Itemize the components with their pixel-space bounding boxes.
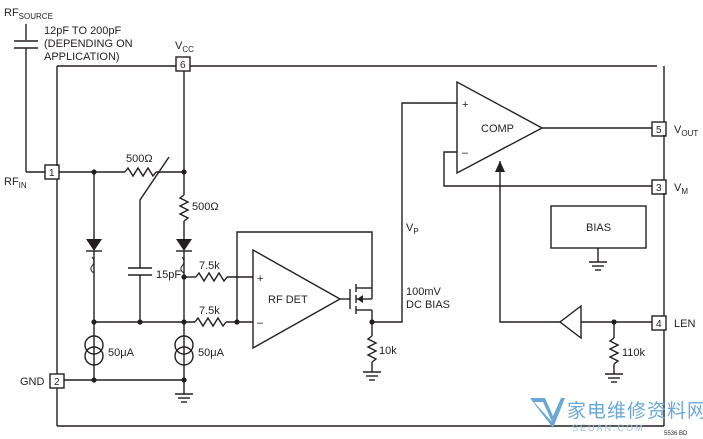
len-label: LEN bbox=[674, 318, 695, 330]
ground-symbol-left bbox=[175, 393, 193, 403]
mosfet bbox=[349, 280, 375, 325]
dc-bias-line2: DC BIAS bbox=[406, 299, 450, 311]
pin-2: 2 GND bbox=[20, 373, 65, 389]
r-10k-label: 10k bbox=[379, 345, 397, 357]
svg-text:4: 4 bbox=[656, 319, 662, 330]
rf-source: RFSOURCE 12pF TO 200pF (DEPENDING ON APP… bbox=[4, 7, 133, 173]
current-source-right bbox=[174, 335, 194, 366]
vout-label: VOUT bbox=[674, 124, 698, 138]
r-7p5k-bottom-label: 7.5k bbox=[199, 305, 220, 317]
svg-text:5: 5 bbox=[656, 125, 662, 136]
pin-6: 6 VCC bbox=[175, 40, 194, 72]
watermark-text: 家电维修资料网 bbox=[567, 400, 703, 422]
len-buffer: 110k bbox=[558, 304, 652, 383]
r-10k: 10k bbox=[363, 322, 397, 381]
vp-net: VP 100mV DC BIAS bbox=[372, 102, 457, 323]
cs-right-label: 50μA bbox=[198, 347, 225, 359]
r-500-right-label: 500Ω bbox=[192, 201, 219, 213]
svg-text:2: 2 bbox=[54, 377, 60, 388]
cap-15pf-label: 15pF bbox=[156, 269, 181, 281]
comp-label: COMP bbox=[481, 123, 514, 135]
svg-text:+: + bbox=[257, 273, 263, 285]
svg-text:1: 1 bbox=[49, 168, 55, 179]
pin-3: 3 VM bbox=[651, 179, 688, 196]
bias-block: BIAS bbox=[550, 205, 647, 271]
r-110k-label: 110k bbox=[622, 347, 646, 359]
current-source-left bbox=[84, 335, 104, 366]
vm-label: VM bbox=[674, 182, 688, 196]
watermark-logo bbox=[530, 398, 565, 428]
ic-boundary bbox=[56, 65, 665, 427]
svg-text:6: 6 bbox=[180, 60, 186, 71]
cap-note-line1: 12pF TO 200pF bbox=[44, 25, 122, 37]
rf-det-amplifier: + – RF DET bbox=[236, 231, 373, 350]
watermark-url: SEUAN.COM bbox=[572, 423, 645, 433]
pin-1: 1 RFIN bbox=[4, 164, 60, 190]
watermark: 家电维修资料网 SEUAN.COM bbox=[530, 398, 703, 433]
cs-left-label: 50μA bbox=[108, 347, 135, 359]
input-network: 500Ω 500Ω 15pF bbox=[59, 71, 253, 403]
bias-label: BIAS bbox=[586, 222, 611, 234]
r-500-top-label: 500Ω bbox=[126, 153, 153, 165]
dc-bias-line1: 100mV bbox=[406, 286, 442, 298]
pin-5: 5 VOUT bbox=[651, 121, 698, 138]
cap-note-line2: (DEPENDING ON bbox=[44, 38, 133, 50]
svg-text:+: + bbox=[462, 99, 468, 111]
figure-code: 5536 BD bbox=[664, 431, 688, 437]
vp-label: VP bbox=[406, 222, 419, 236]
svg-text:–: – bbox=[462, 147, 469, 159]
rf-source-label: RFSOURCE bbox=[4, 7, 53, 21]
rfin-label: RFIN bbox=[4, 176, 27, 190]
rf-det-label: RF DET bbox=[268, 294, 308, 306]
pin-4: 4 LEN bbox=[651, 315, 695, 331]
gnd-label: GND bbox=[20, 376, 45, 388]
svg-text:3: 3 bbox=[656, 183, 662, 194]
svg-text:–: – bbox=[257, 317, 264, 329]
r-7p5k-top-label: 7.5k bbox=[199, 260, 220, 272]
cap-note-line3: APPLICATION) bbox=[44, 51, 120, 63]
vcc-label: VCC bbox=[175, 40, 194, 54]
comparator: + – COMP bbox=[443, 80, 652, 323]
